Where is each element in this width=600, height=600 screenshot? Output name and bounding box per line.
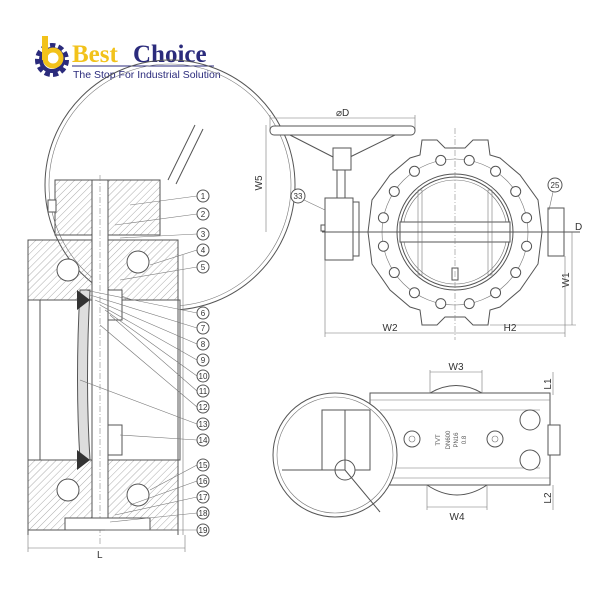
gear-b-icon bbox=[35, 36, 69, 77]
callout-18: 18 bbox=[109, 506, 210, 523]
svg-text:18: 18 bbox=[199, 509, 208, 518]
callout-1: 1 bbox=[129, 189, 210, 206]
callout-33: 33 bbox=[294, 192, 303, 201]
bolt-hole bbox=[408, 165, 420, 177]
dim-W4: W4 bbox=[450, 512, 465, 523]
body-mark-3: PN16 bbox=[454, 432, 460, 448]
svg-text:10: 10 bbox=[199, 372, 208, 381]
bolt-hole bbox=[463, 298, 475, 310]
bolt-hole bbox=[435, 298, 447, 310]
dim-W1: W1 bbox=[561, 272, 572, 287]
svg-text:12: 12 bbox=[199, 403, 208, 412]
svg-text:15: 15 bbox=[199, 461, 208, 470]
dim-L: L bbox=[97, 550, 103, 561]
svg-text:13: 13 bbox=[199, 420, 208, 429]
svg-text:1: 1 bbox=[201, 192, 206, 201]
dim-W5: W5 bbox=[254, 175, 265, 190]
body-mark-4: 0.8 bbox=[462, 435, 468, 444]
bolt-hole bbox=[408, 287, 420, 299]
callout-14: 14 bbox=[119, 433, 210, 447]
handwheel-rim bbox=[269, 125, 416, 136]
logo: Best Choice The Stop For Industrial Solu… bbox=[35, 36, 221, 81]
callout-5: 5 bbox=[119, 260, 210, 281]
callout-9: 9 bbox=[99, 304, 210, 367]
svg-text:6: 6 bbox=[201, 309, 206, 318]
svg-text:3: 3 bbox=[201, 230, 206, 239]
dim-L1: L1 bbox=[543, 378, 554, 390]
bolt-hole bbox=[463, 154, 475, 166]
valve-body-top bbox=[369, 392, 551, 486]
bolt-hole bbox=[521, 240, 533, 252]
dim-D: D bbox=[575, 222, 582, 233]
svg-text:2: 2 bbox=[201, 210, 206, 219]
bolt-hole bbox=[435, 154, 447, 166]
body-mark-1: TVT bbox=[436, 434, 442, 446]
callout-19: 19 bbox=[105, 523, 210, 537]
svg-text:11: 11 bbox=[199, 387, 208, 396]
tagline: The Stop For Industrial Solution bbox=[73, 69, 221, 81]
part-callouts: 1 2 3 4 5 6 7 8 9 10 11 12 13 14 15 16 1… bbox=[79, 189, 210, 537]
callout-17: 17 bbox=[114, 490, 210, 516]
callout-12: 12 bbox=[99, 324, 210, 414]
section-view: L 1 2 3 4 5 6 7 8 9 10 11 12 13 14 15 16… bbox=[27, 59, 296, 561]
callout-15: 15 bbox=[149, 458, 210, 491]
callout-4: 4 bbox=[149, 243, 210, 266]
bolt-hole bbox=[490, 287, 502, 299]
dim-L2: L2 bbox=[543, 492, 554, 504]
callout-10: 10 bbox=[104, 309, 210, 383]
svg-text:16: 16 bbox=[199, 477, 208, 486]
bolt-hole bbox=[388, 185, 400, 197]
callout-8: 8 bbox=[94, 299, 210, 351]
svg-text:19: 19 bbox=[199, 526, 208, 535]
body-mark-2: DN600 bbox=[446, 430, 452, 449]
svg-text:14: 14 bbox=[199, 436, 208, 445]
dim-diameter: ⌀D bbox=[336, 108, 349, 119]
dim-W3: W3 bbox=[449, 362, 464, 373]
callout-11: 11 bbox=[109, 314, 210, 398]
bolt-hole bbox=[510, 267, 522, 279]
callout-3: 3 bbox=[119, 227, 210, 241]
bolt-hole bbox=[510, 185, 522, 197]
gearbox bbox=[324, 197, 354, 261]
brand-first: Best bbox=[72, 41, 119, 68]
callout-2: 2 bbox=[114, 207, 210, 226]
bolt-hole bbox=[490, 165, 502, 177]
callout-7: 7 bbox=[89, 294, 210, 335]
svg-text:4: 4 bbox=[201, 246, 206, 255]
bolt-hole bbox=[521, 212, 533, 224]
callout-16: 16 bbox=[129, 474, 210, 506]
bolt-hole bbox=[388, 267, 400, 279]
callout-13: 13 bbox=[79, 379, 210, 431]
bolt-hole bbox=[377, 240, 389, 252]
svg-text:17: 17 bbox=[199, 493, 208, 502]
top-view: W3 W4 L1 L2 TVT DN600 PN16 0.8 bbox=[272, 362, 561, 523]
dim-W2: W2 bbox=[383, 323, 398, 334]
brand-second: Choice bbox=[133, 41, 207, 68]
dim-H2: H2 bbox=[504, 323, 517, 334]
callout-6: 6 bbox=[84, 289, 210, 320]
bolt-holes bbox=[377, 154, 533, 310]
svg-text:8: 8 bbox=[201, 340, 206, 349]
svg-text:9: 9 bbox=[201, 356, 206, 365]
svg-text:5: 5 bbox=[201, 263, 206, 272]
bolt-hole bbox=[377, 212, 389, 224]
callout-25: 25 bbox=[551, 181, 560, 190]
front-view: ⌀D W5 33 D 25 W1 W2 bbox=[254, 108, 582, 340]
svg-text:7: 7 bbox=[201, 324, 206, 333]
